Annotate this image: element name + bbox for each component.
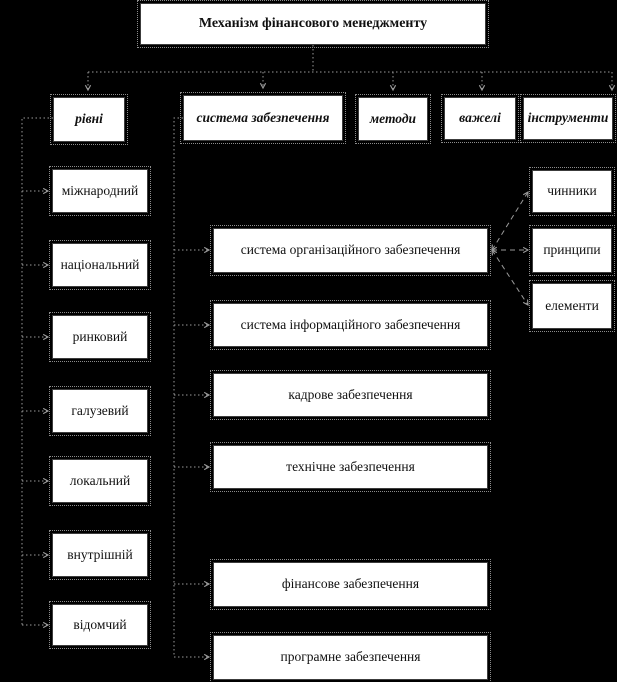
branch-rivni: рівні bbox=[50, 94, 128, 145]
levels-spine bbox=[21, 117, 53, 625]
node-title: Механізм фінансового менеджменту bbox=[137, 0, 489, 48]
level-rynkovyi: ринковий bbox=[49, 312, 151, 362]
branch-metody: методи bbox=[355, 94, 431, 144]
branch-systema-zabezpechennia: система забезпечення bbox=[180, 92, 346, 144]
support-finansove: фінансове забезпечення bbox=[210, 559, 491, 610]
support-orhanizatsiine: система організаційного забезпечення bbox=[210, 225, 491, 276]
aspects-fan bbox=[491, 190, 530, 306]
support-kadrove: кадрове забезпечення bbox=[210, 370, 491, 420]
support-informatsiine: система інформаційного забезпечення bbox=[210, 300, 491, 350]
support-spine bbox=[173, 117, 183, 657]
branch-vazheli: важелі bbox=[441, 94, 519, 143]
branch-instrumenty: інструменти bbox=[520, 94, 616, 143]
level-mizhnarodnyi: міжнародний bbox=[49, 166, 151, 216]
level-vnutrishnii: внутрішній bbox=[49, 530, 151, 580]
level-natsionalnyi: національний bbox=[49, 240, 151, 290]
aspect-elementy: елементи bbox=[529, 280, 615, 332]
level-vidomchyi: відомчий bbox=[49, 601, 151, 649]
support-tekhnichne: технічне забезпечення bbox=[210, 442, 491, 492]
support-prohramne: програмне забезпечення bbox=[210, 632, 491, 682]
level-haluzevyi: галузевий bbox=[49, 386, 151, 436]
level-lokalnyi: локальний bbox=[49, 456, 151, 506]
aspect-chynnyky: чинники bbox=[529, 167, 615, 216]
aspect-pryntsypy: принципи bbox=[529, 225, 615, 276]
